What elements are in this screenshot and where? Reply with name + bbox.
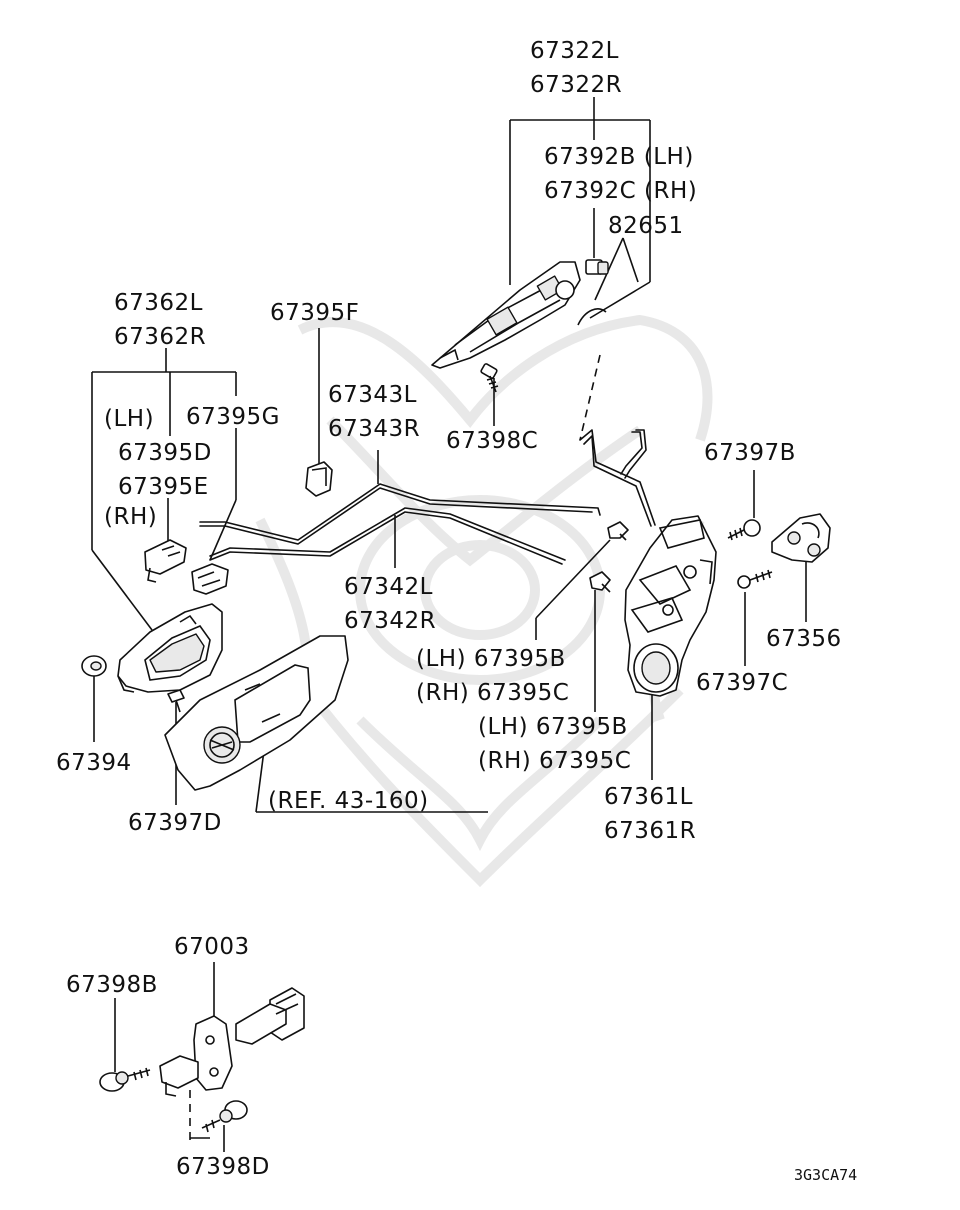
label-67395E: 67395E <box>118 474 209 500</box>
label-67395F: 67395F <box>270 300 359 326</box>
label-67394: 67394 <box>56 750 132 776</box>
label-67395C-upper: (RH) 67395C <box>416 680 569 706</box>
label-67342R: 67342R <box>344 608 436 634</box>
label-67395D: 67395D <box>118 440 212 466</box>
door-check-67003 <box>159 987 305 1097</box>
screw-67397D <box>167 689 185 713</box>
label-67342L: 67342L <box>344 574 433 600</box>
bezel-67392 <box>585 259 609 275</box>
label-67398D: 67398D <box>176 1154 270 1180</box>
label-67397B: 67397B <box>704 440 796 466</box>
label-67322R: 67322R <box>530 72 622 98</box>
inside-handle-67362 <box>117 603 223 693</box>
label-67361L: 67361L <box>604 784 693 810</box>
label-67395B-upper: (LH) 67395B <box>416 646 566 672</box>
latch-67361 <box>624 515 717 697</box>
rods <box>199 429 656 565</box>
label-67398B: 67398B <box>66 972 158 998</box>
clips-67395BC <box>589 521 629 593</box>
screw-67397B <box>727 519 761 541</box>
label-67392C: 67392C (RH) <box>544 178 697 204</box>
label-67362R: 67362R <box>114 324 206 350</box>
label-rh-1: (RH) <box>104 504 157 530</box>
bolt-67398D <box>201 1100 248 1133</box>
label-67003: 67003 <box>174 934 250 960</box>
label-67397D: 67397D <box>128 810 222 836</box>
label-67395B-lower: (LH) 67395B <box>478 714 628 740</box>
label-67322L: 67322L <box>530 38 619 64</box>
watermark-emblem <box>255 314 713 888</box>
label-67395G: 67395G <box>186 404 280 430</box>
label-lh-1: (LH) <box>104 406 154 432</box>
label-ref-43-160: (REF. 43-160) <box>268 788 429 814</box>
clip-67395F <box>305 461 333 497</box>
clip-82651 <box>577 308 607 326</box>
label-67395C-lower: (RH) 67395C <box>478 748 631 774</box>
bolt-67398B <box>99 1067 151 1092</box>
label-82651: 82651 <box>608 213 684 239</box>
striker-67356 <box>771 513 831 563</box>
clips-67395DEG <box>144 539 229 595</box>
part-labels: 67322L 67322R 67392B (LH) 67392C (RH) 82… <box>56 38 857 1184</box>
label-67343R: 67343R <box>328 416 420 442</box>
label-67343L: 67343L <box>328 382 417 408</box>
label-67356: 67356 <box>766 626 842 652</box>
label-67397C: 67397C <box>696 670 788 696</box>
screw-67398C <box>480 363 499 393</box>
grommet-67394 <box>81 655 107 677</box>
label-67361R: 67361R <box>604 818 696 844</box>
drawing-code: 3G3CA74 <box>794 1166 857 1184</box>
inner-panel-ref-43-160 <box>164 635 349 791</box>
label-67398C: 67398C <box>446 428 538 454</box>
label-67362L: 67362L <box>114 290 203 316</box>
screw-67397C <box>737 569 773 589</box>
outside-handle-67322 <box>431 261 581 369</box>
label-67392B: 67392B (LH) <box>544 144 694 170</box>
leader-lines <box>91 97 807 1152</box>
